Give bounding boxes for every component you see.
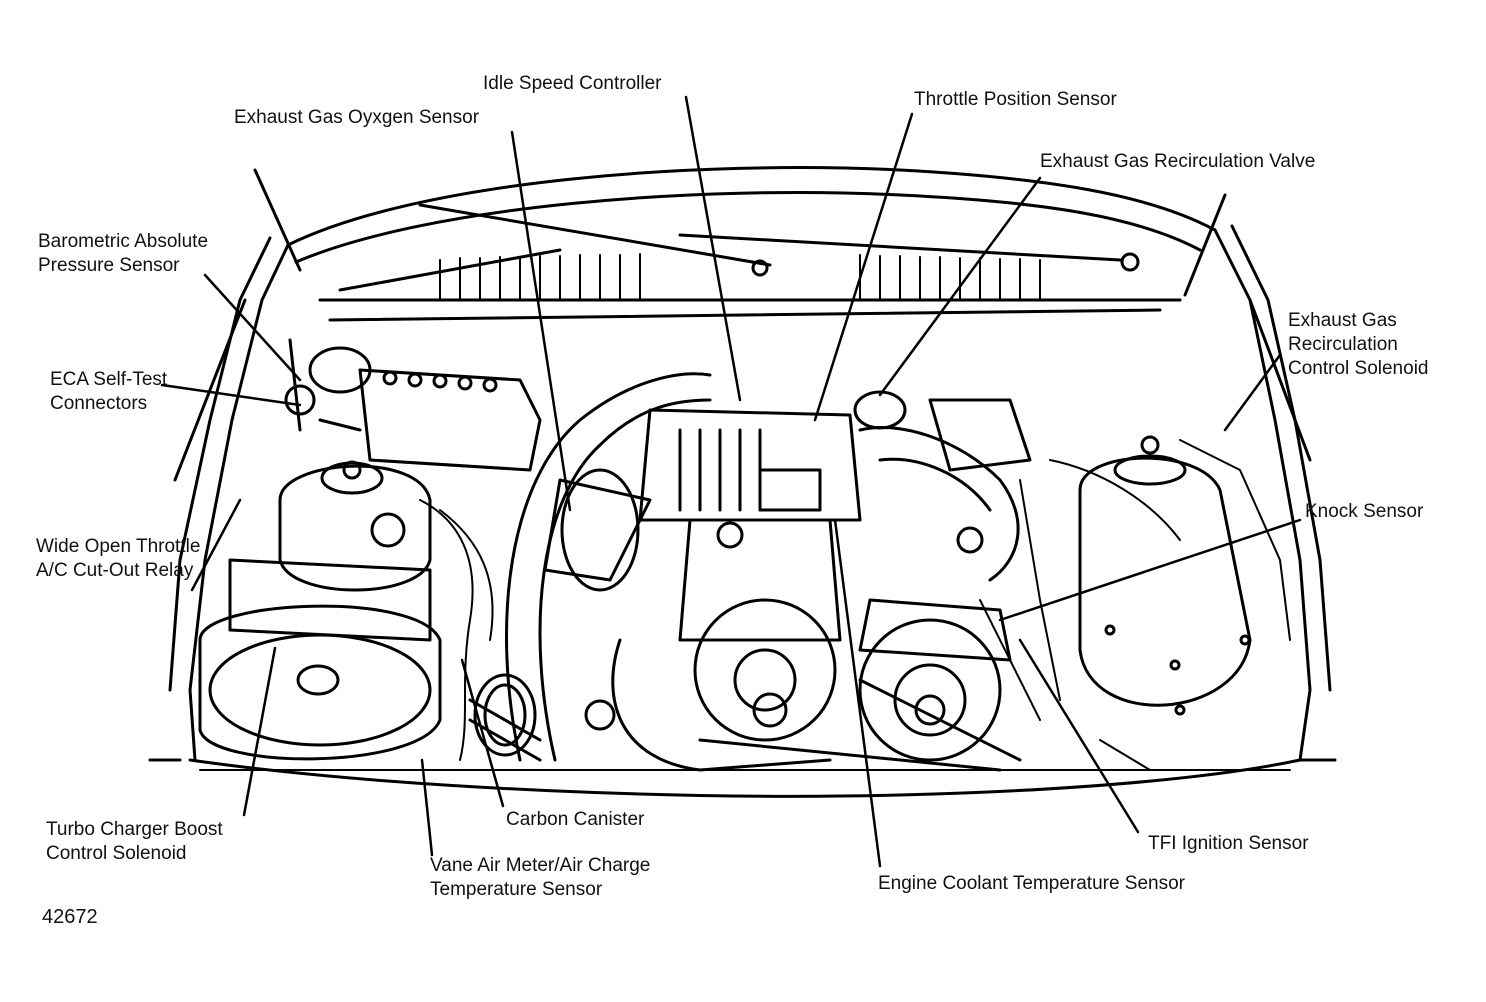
leader-lines bbox=[160, 95, 1302, 868]
label-egr-control-solenoid: Exhaust Gas Recirculation Control Soleno… bbox=[1288, 309, 1428, 381]
upper-left-components bbox=[284, 338, 372, 432]
label-line: Pressure Sensor bbox=[38, 255, 180, 276]
label-knock-sensor: Knock Sensor bbox=[1305, 501, 1424, 522]
alternator bbox=[858, 598, 1012, 762]
coolant-reservoir bbox=[278, 460, 432, 592]
battery bbox=[358, 368, 542, 472]
label-exhaust-gas-recirculation-valve: Exhaust Gas Recirculation Valve bbox=[1040, 151, 1316, 172]
label-tfi-ignition-sensor: TFI Ignition Sensor bbox=[1148, 833, 1309, 854]
turbo-and-egr bbox=[853, 390, 1032, 582]
leader-oxygen-sensor bbox=[510, 130, 572, 512]
leader-vane-air-meter bbox=[420, 758, 434, 857]
label-engine-coolant-temperature-sensor: Engine Coolant Temperature Sensor bbox=[878, 873, 1186, 894]
label-wot-ac-cutout-relay: Wide Open Throttle A/C Cut-Out Relay bbox=[36, 535, 200, 583]
leader-carbon-canister bbox=[460, 658, 505, 808]
label-barometric-absolute-pressure-sensor: Barometric Absolute Pressure Sensor bbox=[38, 230, 208, 278]
label-turbo-charger-boost-control-solenoid: Turbo Charger Boost Control Solenoid bbox=[46, 818, 223, 866]
label-line: Connectors bbox=[50, 393, 148, 414]
leader-wot-relay bbox=[190, 498, 242, 592]
label-line: Control Solenoid bbox=[46, 843, 187, 864]
leader-throttle-position-sensor bbox=[813, 112, 914, 422]
label-line: A/C Cut-Out Relay bbox=[36, 560, 194, 581]
label-carbon-canister: Carbon Canister bbox=[506, 809, 645, 830]
ac-compressor bbox=[468, 673, 542, 762]
label-line: Turbo Charger Boost bbox=[46, 819, 223, 840]
intake-manifold bbox=[638, 408, 862, 522]
leader-turbo-solenoid bbox=[242, 646, 277, 817]
leader-tfi-sensor bbox=[1018, 638, 1140, 834]
distributor-and-timing-cover bbox=[584, 518, 842, 772]
hoses-and-wiring bbox=[419, 439, 1291, 771]
engine-belts bbox=[698, 678, 1022, 772]
label-line: Wide Open Throttle bbox=[36, 536, 201, 557]
leader-coolant-sensor bbox=[833, 518, 882, 868]
leader-egr-valve bbox=[878, 176, 1042, 397]
label-idle-speed-controller: Idle Speed Controller bbox=[483, 73, 662, 94]
leader-egr-solenoid bbox=[1223, 353, 1282, 432]
air-intake-hose bbox=[505, 372, 712, 762]
leader-idle-speed-controller bbox=[684, 95, 742, 402]
washer-reservoir bbox=[1078, 435, 1252, 716]
wiper-assembly bbox=[318, 203, 1182, 322]
leader-barometric-sensor bbox=[203, 273, 302, 382]
label-exhaust-gas-oxygen-sensor: Exhaust Gas Oyxgen Sensor bbox=[234, 107, 480, 128]
label-throttle-position-sensor: Throttle Position Sensor bbox=[914, 89, 1117, 110]
leader-knock-sensor bbox=[998, 518, 1302, 622]
figure-number: 42672 bbox=[42, 906, 98, 928]
label-vane-air-meter: Vane Air Meter/Air Charge Temperature Se… bbox=[430, 854, 650, 902]
label-line: Vane Air Meter/Air Charge bbox=[430, 855, 651, 876]
label-line: Recirculation bbox=[1288, 334, 1398, 355]
label-line: Temperature Sensor bbox=[430, 879, 603, 900]
label-line: Barometric Absolute bbox=[38, 231, 209, 252]
leader-eca-connectors bbox=[160, 383, 302, 407]
air-cleaner-housing bbox=[198, 558, 442, 761]
hood-struts bbox=[173, 168, 1312, 482]
label-eca-self-test-connectors: ECA Self-Test Connectors bbox=[50, 368, 167, 416]
label-line: ECA Self-Test bbox=[50, 369, 168, 390]
label-line: Exhaust Gas bbox=[1288, 310, 1397, 331]
label-line: Control Solenoid bbox=[1288, 358, 1429, 379]
